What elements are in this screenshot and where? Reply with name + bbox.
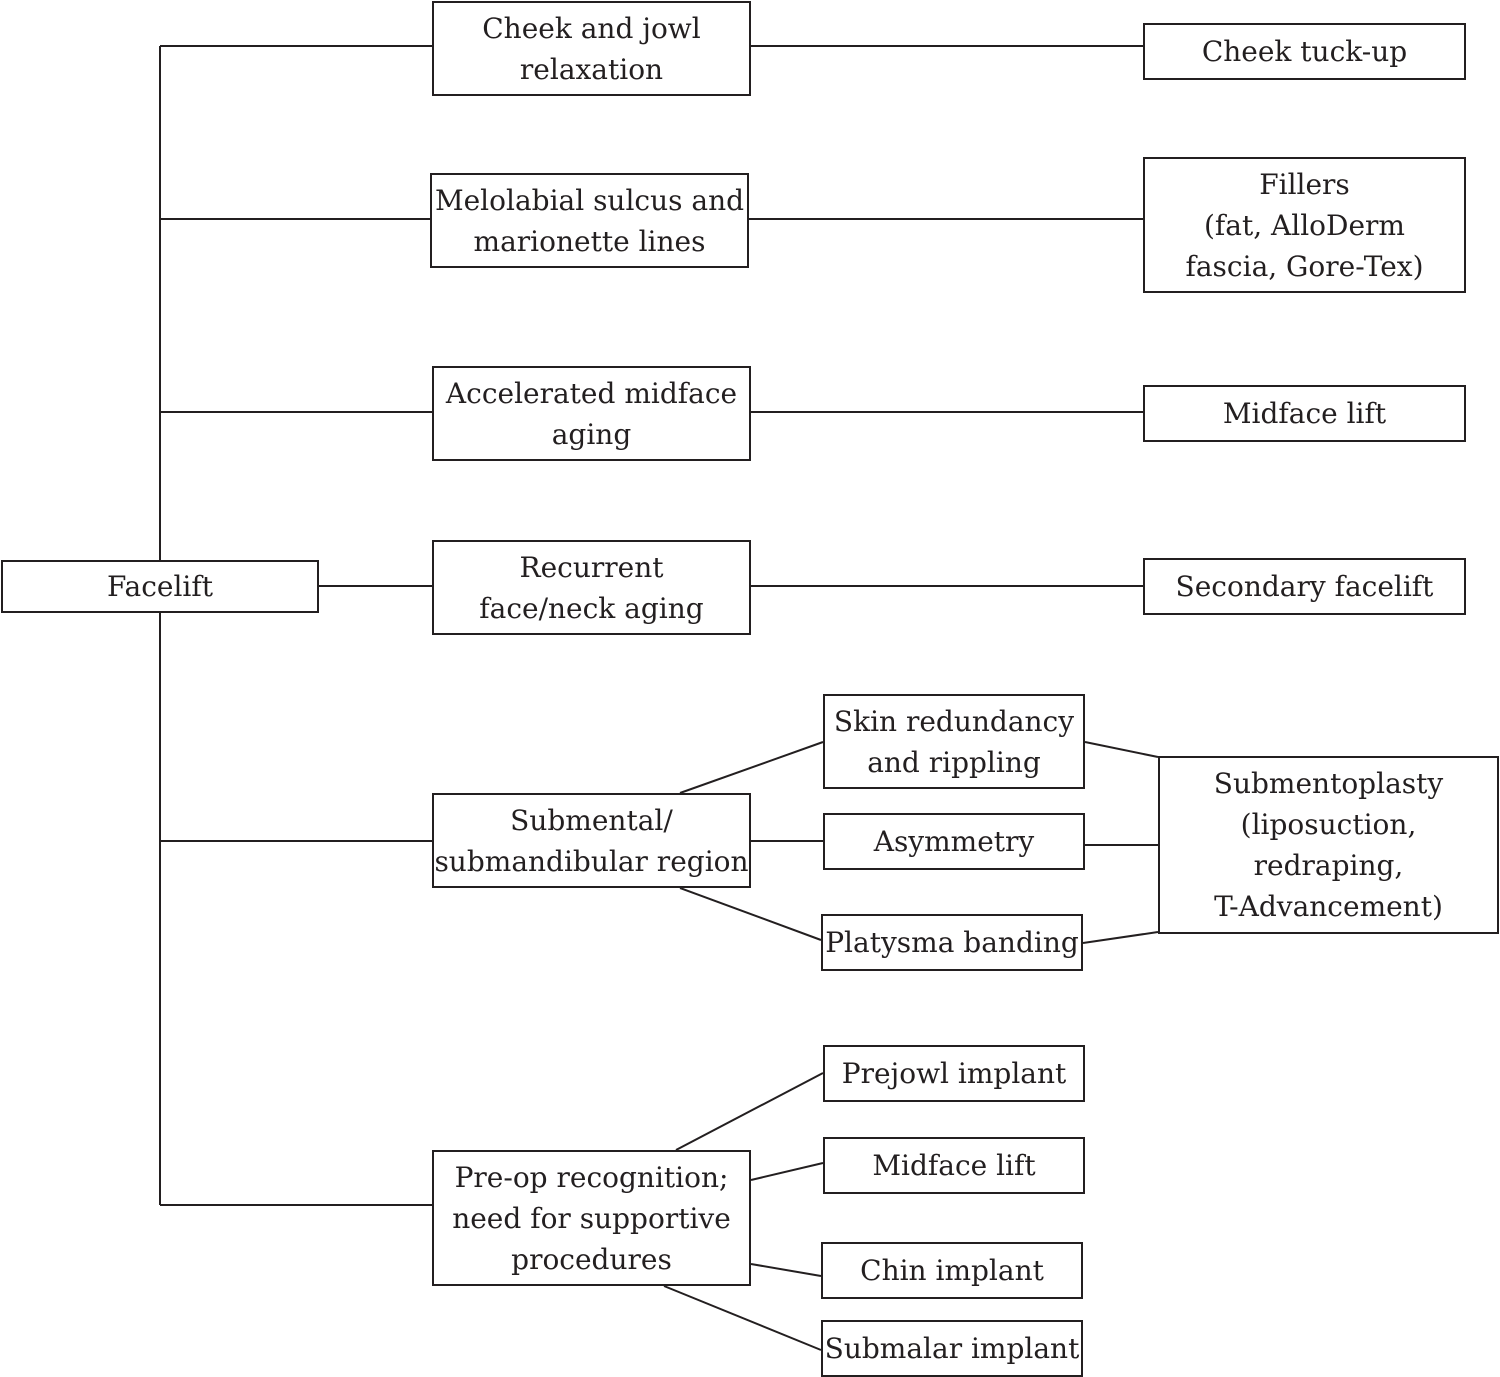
- node-label-line: Cheek tuck-up: [1201, 35, 1408, 68]
- node-label-line: and rippling: [867, 745, 1041, 779]
- node-label-line: face/neck aging: [479, 591, 704, 625]
- node-label-line: redraping,: [1253, 849, 1404, 882]
- connector-platysma-submentoplasty: [1082, 931, 1159, 944]
- node-label-line: marionette lines: [473, 224, 706, 258]
- node-label-line: relaxation: [519, 52, 664, 86]
- node-label-line: submandibular region: [434, 844, 749, 878]
- node-label-line: Submental/: [510, 803, 673, 837]
- node-skin-redundancy: Skin redundancy and rippling: [823, 694, 1085, 789]
- node-accelerated-midface-aging: Accelerated midface aging: [432, 366, 751, 461]
- node-label-line: Pre-op recognition;: [454, 1160, 729, 1194]
- node-midface-lift: Midface lift: [1143, 385, 1466, 442]
- node-label-line: (fat, AlloDerm: [1204, 208, 1405, 242]
- node-label-line: Submalar implant: [824, 1332, 1080, 1365]
- node-label-line: Fillers: [1259, 167, 1350, 201]
- connector-preop-prejowl: [675, 1072, 824, 1151]
- node-label-line: procedures: [511, 1242, 672, 1276]
- node-submentoplasty: Submentoplasty (liposuction, redraping, …: [1158, 756, 1499, 934]
- node-label-line: Skin redundancy: [833, 704, 1075, 738]
- node-label-line: Midface lift: [872, 1149, 1036, 1182]
- node-fillers: Fillers (fat, AlloDerm fascia, Gore-Tex): [1143, 157, 1466, 293]
- node-label-line: aging: [551, 417, 632, 451]
- node-label-line: Submentoplasty: [1213, 767, 1444, 800]
- node-label-line: Recurrent: [519, 550, 664, 584]
- node-cheek-jowl-relaxation: Cheek and jowl relaxation: [432, 1, 751, 96]
- connector-preop-submalar: [663, 1285, 822, 1351]
- node-label-line: Prejowl implant: [841, 1057, 1067, 1090]
- node-recurrent-aging: Recurrent face/neck aging: [432, 540, 751, 635]
- node-chin-implant: Chin implant: [821, 1242, 1083, 1299]
- node-asymmetry: Asymmetry: [823, 813, 1085, 870]
- node-facelift: Facelift: [1, 560, 319, 613]
- node-label-line: fascia, Gore-Tex): [1185, 249, 1424, 283]
- node-label-line: (liposuction,: [1240, 808, 1417, 841]
- node-label-line: Cheek and jowl: [482, 11, 701, 45]
- connector-preop-chin: [750, 1263, 822, 1277]
- node-label-line: Asymmetry: [873, 825, 1035, 858]
- node-label-line: Platysma banding: [825, 926, 1079, 959]
- node-label-line: Chin implant: [860, 1254, 1044, 1287]
- node-label-line: Melolabial sulcus and: [434, 183, 745, 217]
- node-label-line: need for supportive: [452, 1201, 731, 1235]
- node-label-line: T-Advancement): [1214, 890, 1443, 923]
- node-facelift-label: Facelift: [107, 570, 213, 603]
- node-cheek-tuck-up: Cheek tuck-up: [1143, 23, 1466, 80]
- node-prejowl-implant: Prejowl implant: [823, 1045, 1085, 1102]
- node-midface-lift-supportive: Midface lift: [823, 1137, 1085, 1194]
- connector-submental-platysma: [679, 887, 822, 941]
- connector-submental-skin: [679, 741, 824, 794]
- node-label-line: Accelerated midface: [445, 376, 738, 410]
- node-secondary-facelift: Secondary facelift: [1143, 558, 1466, 615]
- connector-preop-midface-lift: [750, 1162, 824, 1181]
- node-submental-region: Submental/ submandibular region: [432, 793, 751, 888]
- connector-skin-submentoplasty: [1084, 741, 1159, 758]
- node-label-line: Secondary facelift: [1175, 570, 1434, 603]
- node-melolabial-sulcus: Melolabial sulcus and marionette lines: [430, 173, 749, 268]
- node-platysma-banding: Platysma banding: [821, 914, 1083, 971]
- node-preop-recognition: Pre-op recognition; need for supportive …: [432, 1150, 751, 1286]
- node-submalar-implant: Submalar implant: [821, 1320, 1083, 1377]
- node-label-line: Midface lift: [1222, 397, 1387, 430]
